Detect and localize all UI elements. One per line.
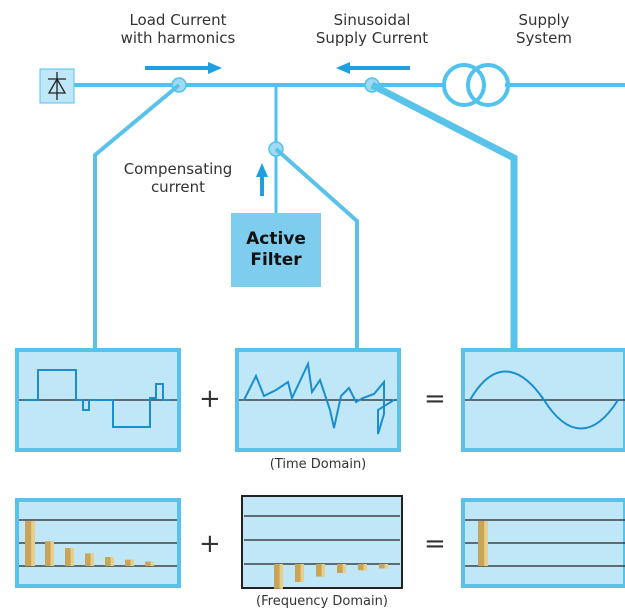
time-domain-caption: (Time Domain) <box>269 457 367 472</box>
load-harmonic-bar <box>105 557 114 566</box>
filter-harmonic-bar <box>316 564 325 577</box>
arrow-right-icon <box>145 62 222 74</box>
compensating-waveform <box>243 360 395 435</box>
supply-spectrum-panel <box>461 498 625 588</box>
load-harmonic-bar <box>85 553 94 566</box>
arrow-up-icon <box>256 163 268 196</box>
load-waveform-panel <box>15 348 181 452</box>
load-waveform <box>25 369 170 428</box>
equals-operator-frequency: = <box>424 529 446 559</box>
load-leader-line <box>93 83 181 350</box>
supply-sine-wave <box>469 370 619 430</box>
active-filter-label: Active Filter <box>246 229 306 270</box>
supply-fundamental-bar <box>478 521 488 566</box>
load-harmonic-bar <box>145 561 154 566</box>
load-harmonic-bar <box>65 548 74 566</box>
load-current-label: Load Current with harmonics <box>120 11 236 47</box>
compensating-current-label: Compensating current <box>123 160 233 196</box>
supply-waveform-panel <box>461 348 625 452</box>
arrow-left-icon <box>336 62 410 74</box>
supply-system-label: Supply System <box>516 11 572 47</box>
diode-icon <box>39 68 75 104</box>
filter-harmonic-bar <box>379 564 388 569</box>
filter-leader-line <box>274 147 359 350</box>
load-spectrum-panel <box>15 498 181 588</box>
filter-spectrum-panel <box>241 495 403 589</box>
filter-harmonic-bar <box>274 564 283 589</box>
plus-operator-time: + <box>199 384 221 414</box>
active-filter-box: Active Filter <box>231 213 321 287</box>
filter-waveform-panel <box>235 348 401 452</box>
filter-harmonic-bar <box>358 564 367 571</box>
transformer-icon <box>442 63 510 107</box>
filter-harmonic-bar <box>295 564 304 582</box>
load-harmonic-bar <box>45 541 54 566</box>
filter-harmonic-bar <box>337 564 346 573</box>
frequency-domain-caption: (Frequency Domain) <box>256 594 388 609</box>
equals-operator-time: = <box>424 384 446 414</box>
load-harmonic-bar <box>125 559 134 566</box>
supply-leader-line <box>370 81 518 350</box>
load-harmonic-bar <box>25 521 35 566</box>
plus-operator-frequency: + <box>199 529 221 559</box>
supply-current-label: Sinusoidal Supply Current <box>315 11 429 47</box>
